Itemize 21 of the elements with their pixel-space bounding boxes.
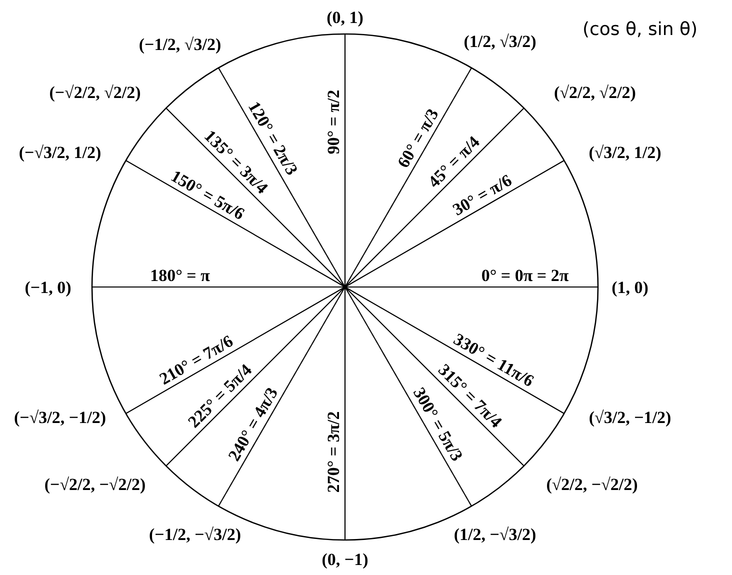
coordinate-label: (√3/2, 1/2) [588,144,662,162]
coordinate-label: (−1/2, √3/2) [138,36,222,54]
coordinate-label: (−√2/2, √2/2) [49,84,141,102]
coordinate-label: (−1/2, −√3/2) [149,526,241,544]
coordinate-label: (0, −1) [322,551,368,569]
angle-label: 270° = 3π/2 [325,411,343,493]
coordinate-label: (−√2/2, −√2/2) [44,476,146,494]
coordinate-label: (−√3/2, −1/2) [14,409,106,427]
coordinate-label: (0, 1) [326,9,364,27]
coordinate-label: (1/2, √3/2) [464,33,536,51]
coordinate-label: (√2/2, −√2/2) [546,476,638,494]
coordinate-label: (1/2, −√3/2) [454,526,536,544]
coordinate-label: (√2/2, √2/2) [554,84,636,102]
angle-label: 0° = 0π = 2π [481,267,569,285]
coordinate-formula: (cos θ, sin θ) [582,21,698,39]
coordinate-label: (−1, 0) [24,279,72,297]
coordinate-label: (−√3/2, 1/2) [18,144,102,162]
angle-label: 180° = π [150,267,210,285]
angle-label: 90° = π/2 [325,90,343,154]
coordinate-label: (√3/2, −1/2) [588,409,672,427]
coordinate-label: (1, 0) [612,279,648,297]
